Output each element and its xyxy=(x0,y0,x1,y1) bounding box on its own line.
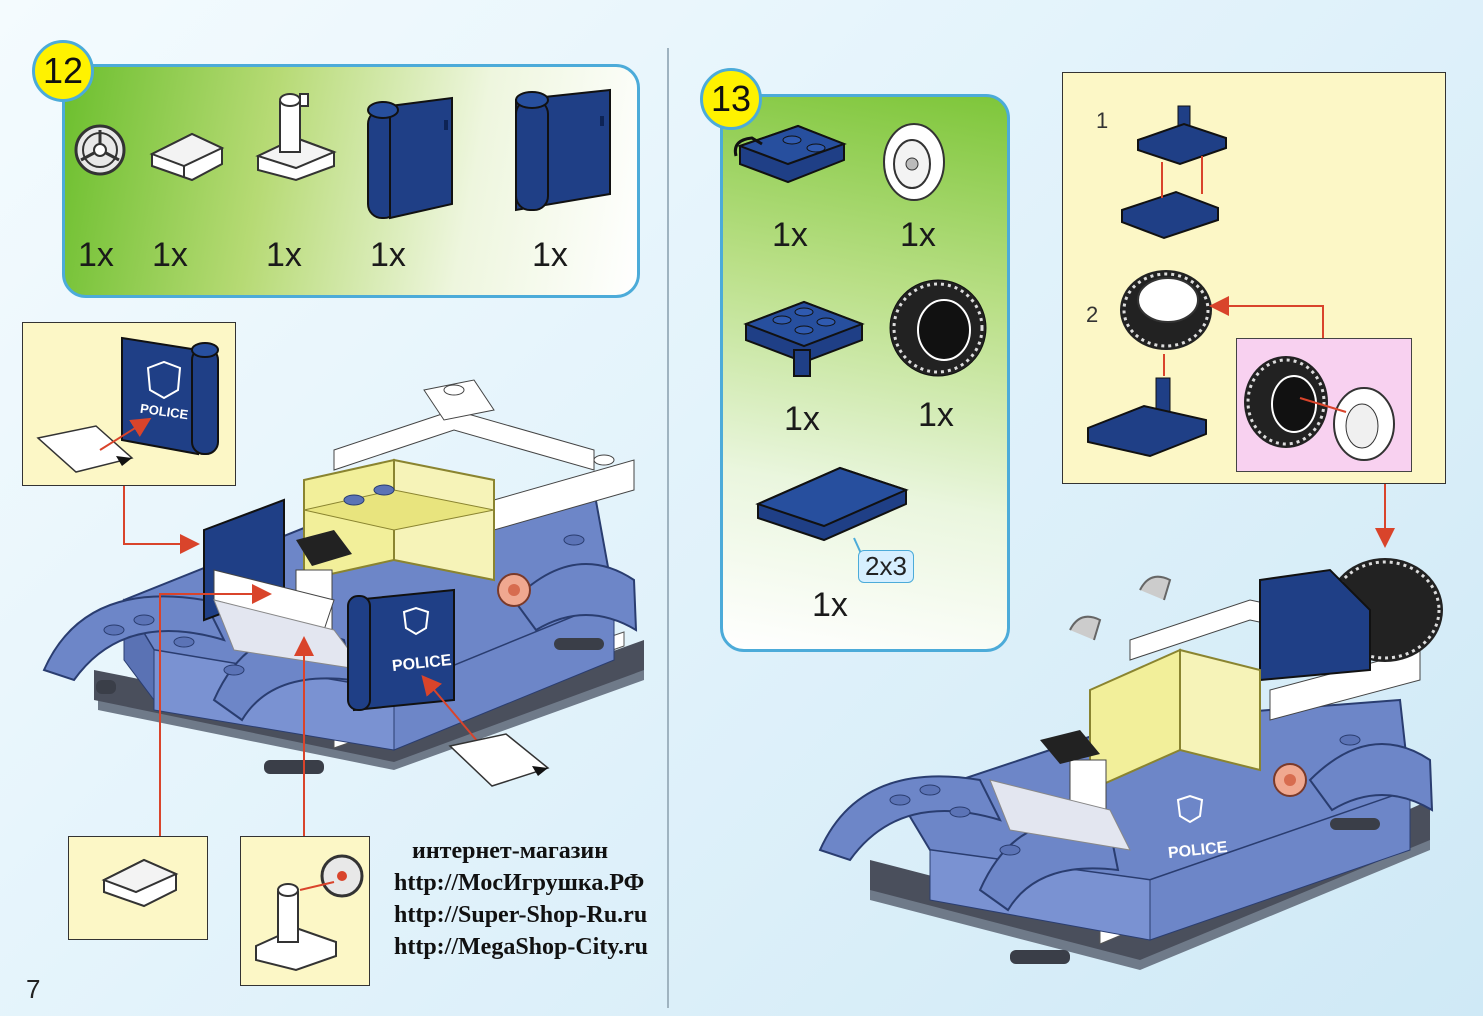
shop-url-1[interactable]: http://МосИгрушка.РФ xyxy=(394,870,645,896)
step12-qty-3: 1x xyxy=(266,236,302,274)
white-seat-column-icon xyxy=(255,93,337,182)
sticker-sheet-icon xyxy=(36,425,134,473)
step13-qty-2: 1x xyxy=(900,216,936,254)
step12-qty-4: 1x xyxy=(370,236,406,274)
step12-badge: 12 xyxy=(32,40,94,102)
slope-brick-callout-icon xyxy=(101,858,179,908)
white-slope-brick-icon xyxy=(149,132,225,182)
step12-qty-1: 1x xyxy=(78,236,114,274)
substep-2-label: 2 xyxy=(1086,302,1099,327)
black-tire-icon xyxy=(889,279,987,377)
substep-1-label: 1 xyxy=(1096,108,1109,133)
white-wheel-rim-icon xyxy=(883,123,945,201)
tile-size-label: 2x3 xyxy=(858,550,914,583)
shop-label: интернет-магазин xyxy=(412,838,609,864)
shop-url-3[interactable]: http://MegaShop-City.ru xyxy=(394,934,649,960)
step13-police-car-model xyxy=(818,558,1443,970)
step13-qty-5: 1x xyxy=(812,586,848,624)
blue-door-left-icon xyxy=(367,96,453,220)
blue-plate-with-pin-icon xyxy=(743,300,865,377)
blue-plate-with-clip-icon xyxy=(733,124,847,184)
page-divider xyxy=(667,48,669,1008)
step13-badge: 13 xyxy=(700,68,762,130)
step12-qty-5: 1x xyxy=(532,236,568,274)
wheel-combine-diagram xyxy=(1244,356,1395,461)
step13-arrows xyxy=(1209,296,1395,548)
shop-url-2[interactable]: http://Super-Shop-Ru.ru xyxy=(394,902,648,928)
step13-qty-3: 1x xyxy=(784,400,820,438)
blue-tile-icon xyxy=(755,466,909,561)
page-number: 7 xyxy=(26,974,41,1004)
car-sticker-sheet-icon xyxy=(448,733,550,787)
step12-arrows xyxy=(99,417,479,836)
seat-column-callout-icon xyxy=(255,854,364,972)
steering-wheel-icon xyxy=(74,124,126,176)
step13-qty-1: 1x xyxy=(772,216,808,254)
substep-1-diagram xyxy=(1121,105,1227,240)
substep-2-diagram xyxy=(1087,270,1212,458)
step12-qty-2: 1x xyxy=(152,236,188,274)
blue-door-right-icon xyxy=(515,88,611,212)
step13-qty-4: 1x xyxy=(918,396,954,434)
